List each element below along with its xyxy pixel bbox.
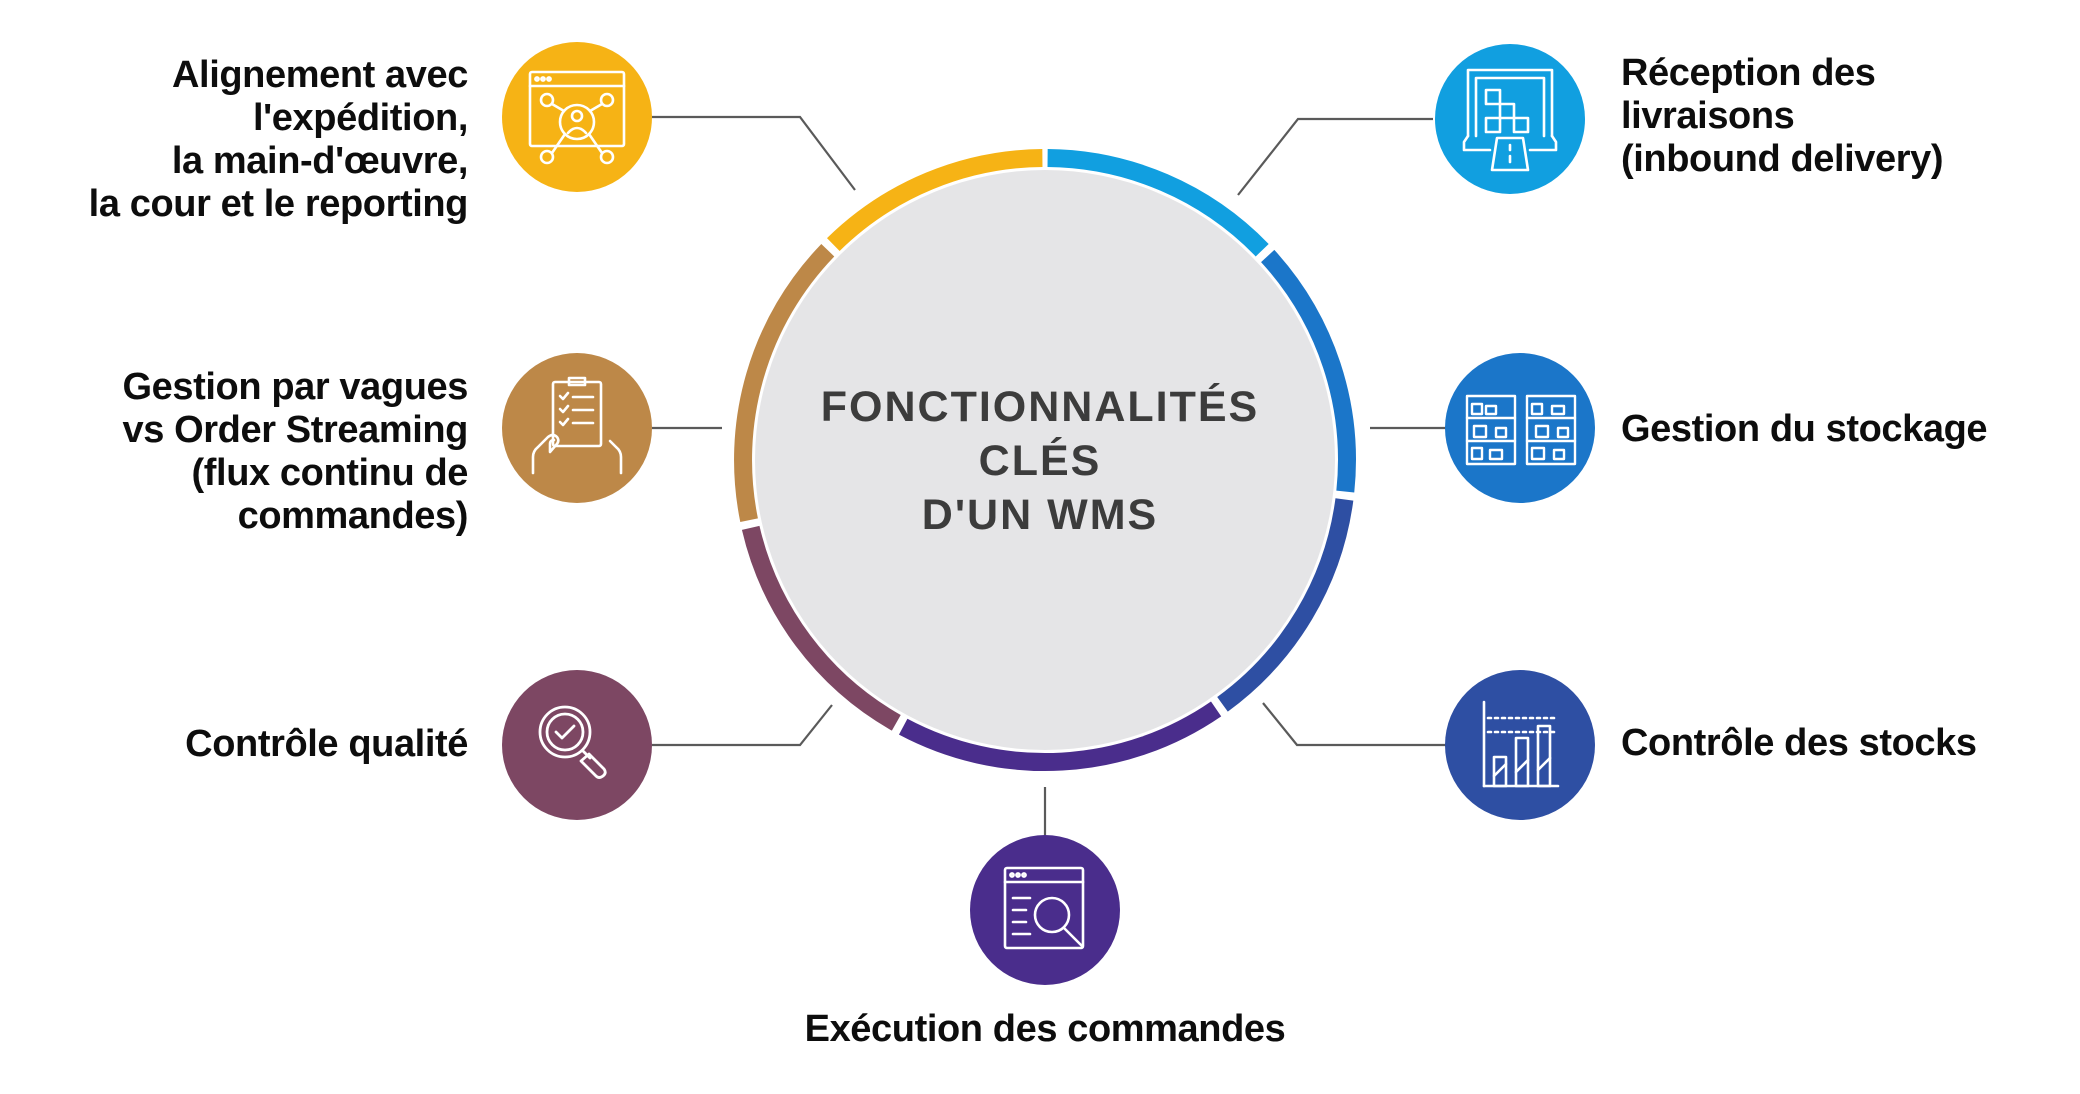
connector-controle-stocks xyxy=(1262,702,1448,747)
label-alignement: Alignement avec l'expédition, la main-d'… xyxy=(88,54,469,226)
ring-segment-indigo xyxy=(1217,498,1354,712)
label-line: vs Order Streaming xyxy=(122,409,469,451)
label-execution-commandes: Exécution des commandes xyxy=(745,1008,1345,1051)
connector-reception-livraisons xyxy=(1237,117,1433,196)
label-line: (inbound delivery) xyxy=(1621,138,1944,180)
ring-segment-brown xyxy=(734,243,835,522)
label-line: Exécution des commandes xyxy=(804,1008,1286,1050)
ring-segment-cyan xyxy=(1047,149,1269,257)
label-line: Réception des xyxy=(1621,52,1876,94)
label-line: Alignement avec xyxy=(172,54,468,96)
magnifier-check-icon xyxy=(538,705,607,779)
label-line: Gestion du stockage xyxy=(1621,408,1988,450)
bar-chart-icon xyxy=(1482,700,1560,788)
label-line: l'expédition, xyxy=(253,97,468,139)
document-search-icon xyxy=(1003,866,1085,950)
label-controle-qualite: Contrôle qualité xyxy=(185,723,468,766)
storage-shelves-icon xyxy=(1465,394,1577,466)
center-title-line: CLÉS xyxy=(978,437,1102,485)
label-line: Gestion par vagues xyxy=(122,366,469,408)
center-title-line: D'UN WMS xyxy=(921,491,1159,539)
checklist-hands-icon xyxy=(531,376,623,475)
ring-segment-blue xyxy=(1261,249,1356,493)
loading-dock-icon xyxy=(1462,68,1558,172)
ring-segment-plum xyxy=(741,525,901,731)
outer-ring xyxy=(734,149,1356,772)
icon-badge-reception-livraisons xyxy=(1435,44,1585,194)
connector-alignement xyxy=(652,115,856,191)
center-title: FONCTIONNALITÉS CLÉS D'UN WMS xyxy=(780,380,1300,542)
icon-badge-gestion-stockage xyxy=(1445,353,1595,503)
label-controle-stocks: Contrôle des stocks xyxy=(1621,722,1977,765)
label-gestion-stockage: Gestion du stockage xyxy=(1621,408,1988,451)
icon-badge-gestion-vagues xyxy=(502,353,652,503)
label-line: Contrôle des stocks xyxy=(1621,722,1977,764)
label-line: commandes) xyxy=(237,495,469,537)
label-line: livraisons xyxy=(1621,95,1795,137)
label-gestion-vagues: Gestion par vagues vs Order Streaming (f… xyxy=(123,366,469,538)
icon-badge-execution-commandes xyxy=(970,835,1120,985)
ring-segment-yellow xyxy=(826,149,1043,252)
connector-controle-qualite xyxy=(652,704,833,747)
label-line: la cour et le reporting xyxy=(88,183,469,225)
center-title-line: FONCTIONNALITÉS xyxy=(820,383,1260,431)
connectors xyxy=(652,115,1448,836)
label-reception-livraisons: Réception des livraisons (inbound delive… xyxy=(1621,52,1944,181)
label-line: Contrôle qualité xyxy=(185,723,468,765)
center-circle xyxy=(755,170,1335,750)
network-people-window-icon xyxy=(528,70,626,165)
icon-badge-alignement xyxy=(502,42,652,192)
label-line: (flux continu de xyxy=(191,452,469,494)
icon-badge-controle-qualite xyxy=(502,670,652,820)
label-line: la main-d'œuvre, xyxy=(171,140,469,182)
icon-badge-controle-stocks xyxy=(1445,670,1595,820)
ring-segment-purple xyxy=(898,701,1222,772)
